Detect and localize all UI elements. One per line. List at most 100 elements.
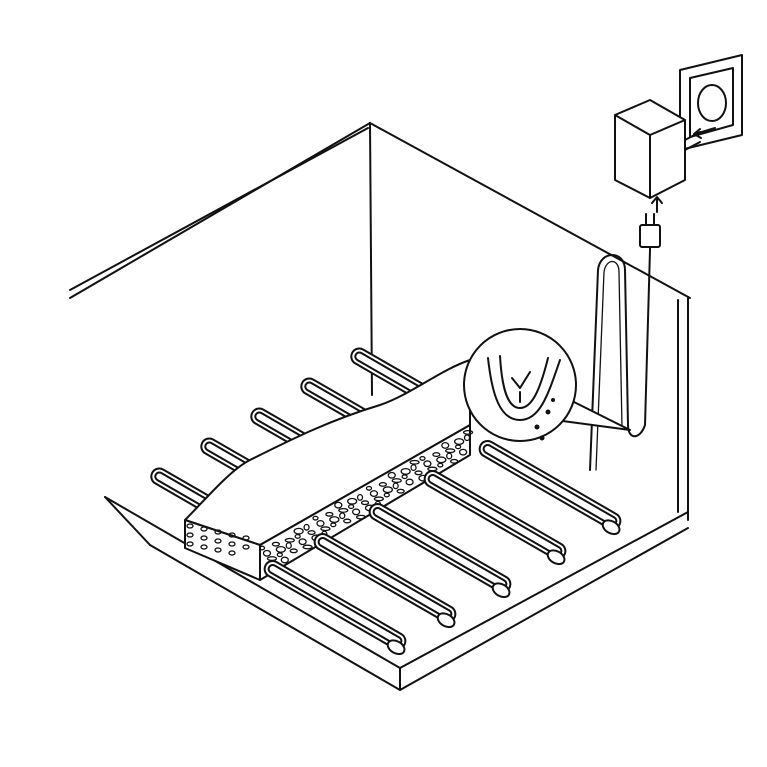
- supply-cable: [589, 196, 663, 471]
- pebble: [339, 512, 346, 520]
- pebble: [294, 533, 301, 539]
- detail-callout: [463, 328, 631, 442]
- pebble: [303, 523, 310, 531]
- pebble: [463, 434, 471, 442]
- pebble: [320, 526, 331, 532]
- pebble: [312, 515, 319, 521]
- pebble: [307, 530, 316, 536]
- pebble: [228, 550, 236, 556]
- pebble: [423, 460, 432, 468]
- wall-socket-icon: [679, 54, 743, 151]
- pebble: [276, 552, 283, 558]
- pebble: [405, 478, 414, 486]
- tube-cross-section: [487, 357, 561, 421]
- cable-loop: [589, 249, 651, 471]
- arrow-up-icon: [651, 196, 663, 213]
- slab-aggregate: [186, 429, 474, 568]
- heating-tube: [313, 533, 457, 629]
- power-adapter-icon: [614, 99, 701, 199]
- pebble: [400, 467, 411, 475]
- pebble: [334, 501, 343, 509]
- heating-tube: [368, 503, 512, 599]
- pebble: [200, 544, 208, 550]
- pebble: [186, 523, 194, 529]
- pebble: [436, 456, 447, 464]
- pebble: [347, 497, 358, 505]
- tube-end-clip: [436, 612, 456, 629]
- pebble: [316, 519, 325, 527]
- pebble: [446, 452, 453, 460]
- pebble: [280, 556, 289, 564]
- heating-tubes-front: [263, 440, 622, 656]
- pebble: [275, 545, 287, 553]
- pebble: [242, 535, 250, 541]
- pebble: [392, 482, 399, 490]
- pebble: [409, 459, 420, 465]
- pebble: [378, 481, 388, 487]
- pebble: [462, 429, 474, 435]
- pebble: [391, 478, 402, 484]
- pebble: [228, 532, 236, 538]
- pebble: [214, 529, 222, 535]
- pebble: [356, 493, 364, 501]
- heating-tube: [263, 560, 407, 656]
- pebble: [200, 535, 208, 541]
- pebble: [338, 507, 349, 513]
- pebble: [445, 448, 456, 454]
- pebble: [289, 548, 298, 554]
- water-drop-icon: [534, 398, 555, 441]
- pebble: [347, 504, 355, 510]
- arrow-left-icon: [693, 127, 716, 139]
- pebble: [200, 526, 208, 532]
- back-left-wall-inner: [69, 127, 369, 291]
- pebble: [360, 500, 370, 506]
- pebble: [454, 444, 462, 450]
- pebble: [382, 486, 393, 494]
- pebble: [365, 485, 373, 491]
- pebble: [441, 441, 450, 449]
- pebble: [325, 511, 334, 517]
- tube-end-clip: [546, 549, 566, 566]
- pebble: [214, 538, 222, 544]
- tube-end-clip: [491, 582, 511, 599]
- pebble: [343, 518, 352, 524]
- pebble: [419, 455, 426, 461]
- pebble: [293, 527, 304, 535]
- plug-icon: [639, 224, 661, 248]
- pebble: [453, 438, 465, 446]
- pebble: [228, 541, 236, 547]
- pebble: [373, 496, 385, 502]
- pebble: [432, 452, 441, 458]
- pebble: [383, 492, 390, 498]
- pebble: [414, 470, 423, 476]
- pebble: [330, 522, 337, 528]
- pebble: [262, 549, 272, 557]
- pebble: [401, 474, 408, 480]
- pebble: [355, 514, 367, 520]
- pebble: [186, 532, 194, 538]
- cable-loop-inner: [595, 260, 623, 471]
- floor-left-side: [104, 496, 151, 546]
- pebble: [396, 488, 405, 494]
- tube-end-clip: [386, 639, 406, 656]
- pebble: [285, 542, 292, 550]
- pebble: [410, 464, 417, 472]
- pebble: [302, 544, 313, 550]
- pebble: [351, 508, 361, 516]
- heating-tube: [478, 440, 622, 536]
- pebble: [298, 538, 307, 546]
- pebble: [387, 471, 396, 479]
- heating-tube: [423, 470, 567, 566]
- screed-slab: [184, 359, 474, 581]
- pebble: [437, 462, 444, 468]
- pebble: [458, 448, 468, 456]
- pebble: [242, 544, 250, 550]
- pebble: [271, 541, 281, 547]
- pebble: [284, 537, 295, 543]
- pebble: [369, 490, 379, 498]
- back-corner: [369, 122, 373, 396]
- checkmark-icon: [511, 371, 531, 389]
- slab-top: [184, 359, 471, 546]
